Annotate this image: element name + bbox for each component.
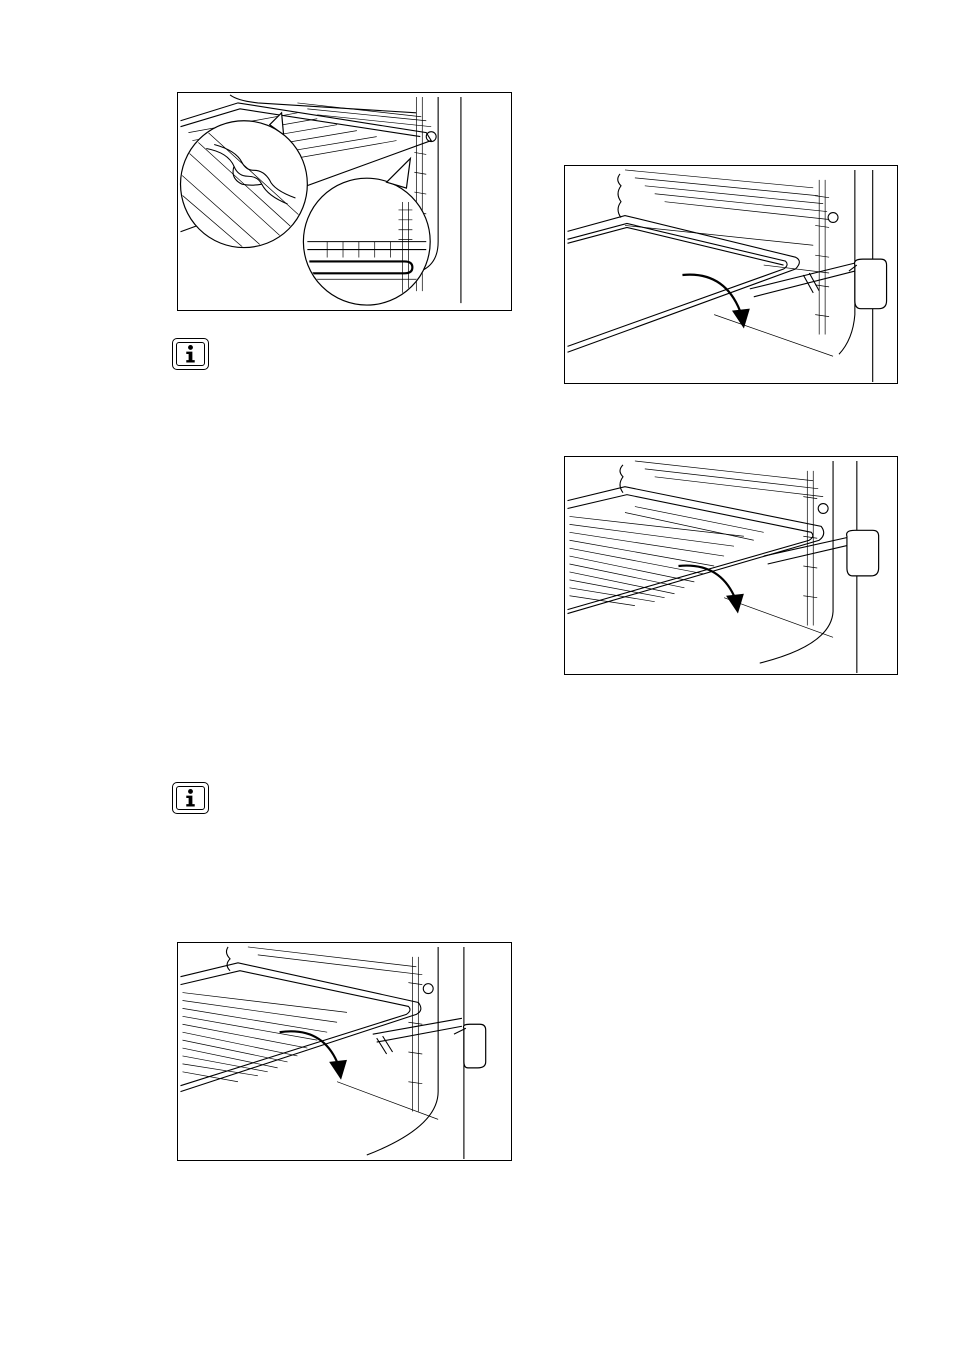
tray-shelf-drawing xyxy=(565,166,897,383)
rack-shelf-drawing xyxy=(565,457,897,674)
oven-tray-on-telescopic-runners-illustration xyxy=(564,165,898,384)
oven-wire-shelf-lowering-illustration xyxy=(177,942,512,1161)
oven-wire-shelf-on-telescopic-runners-illustration xyxy=(564,456,898,675)
information-glyph xyxy=(173,339,208,369)
oven-shelf-grid-detail-illustration xyxy=(177,92,512,311)
information-icon xyxy=(172,338,209,370)
rack-bottom-drawing xyxy=(178,943,511,1160)
grid-detail-drawing xyxy=(178,93,511,310)
information-glyph xyxy=(173,783,208,813)
information-icon xyxy=(172,782,209,814)
